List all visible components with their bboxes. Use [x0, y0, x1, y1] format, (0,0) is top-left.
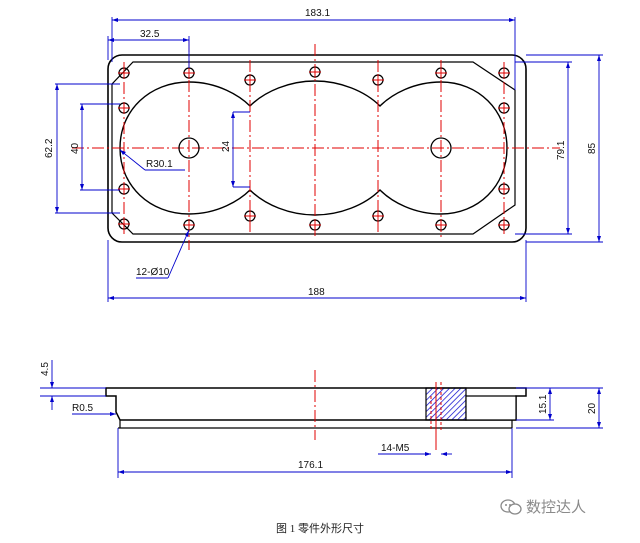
dim-total-height: 20: [587, 402, 598, 414]
dim-slot: 24: [221, 140, 232, 152]
dim-edge-radius: R0.5: [72, 403, 94, 414]
hole-center-marks: [118, 66, 510, 231]
figure-caption: 图 1 零件外形尺寸: [276, 523, 364, 535]
dim-hole-offset: 32.5: [140, 29, 160, 40]
dimension-lines: [55, 17, 603, 302]
watermark: 数控达人: [500, 496, 586, 517]
dim-thread: 14-M5: [381, 443, 410, 454]
section-body: [105, 387, 527, 421]
dim-holes: 12-Ø10: [136, 267, 170, 278]
dim-left-outer: 62.2: [44, 138, 55, 158]
dim-left-inner: 40: [70, 142, 81, 154]
dim-bore-depth: 15.1: [538, 394, 549, 414]
bore-right: [430, 137, 452, 159]
thread-hole: [430, 382, 442, 450]
section-dimension-arrows: [50, 382, 601, 474]
section-hatch: [425, 387, 467, 421]
dim-radius: R30.1: [146, 159, 173, 170]
section-counterbore: [465, 395, 517, 421]
watermark-text: 数控达人: [526, 498, 587, 516]
dim-inner-height: 79.1: [556, 140, 567, 160]
wechat-icon: [500, 498, 522, 515]
dim-overall-height: 85: [587, 142, 598, 154]
dim-bottom-length: 176.1: [298, 460, 323, 471]
section-view: 4.5 R0.5 176.1 14-M5 15.1 20: [40, 360, 603, 478]
dim-total-length: 188: [308, 287, 325, 298]
top-view: 183.1 32.5 188 62.2 40 R30.1 24 79.1 85 …: [44, 8, 603, 302]
center-bores: [178, 137, 452, 159]
pocket-profile: [119, 80, 508, 216]
dim-top-thickness: 4.5: [40, 362, 51, 376]
dimension-arrows: [55, 18, 601, 300]
inner-rim-outline: [111, 61, 516, 235]
bore-left: [178, 137, 200, 159]
dim-overall-length: 183.1: [305, 8, 330, 19]
